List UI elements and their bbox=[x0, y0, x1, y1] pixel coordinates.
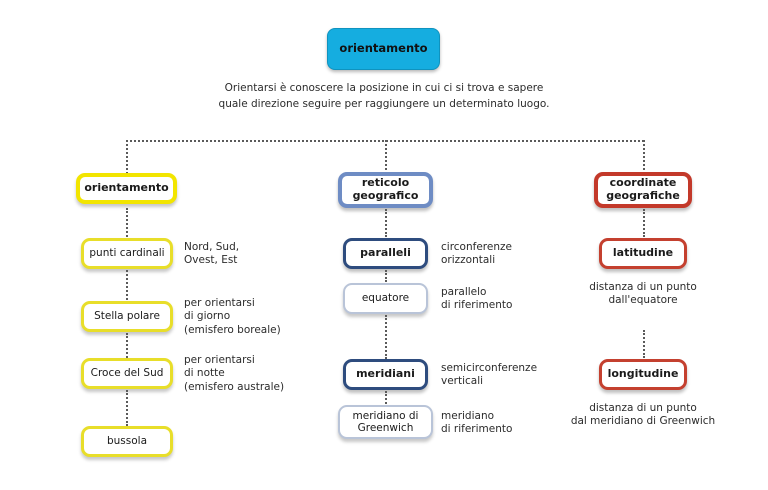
annotation-equatore: parallelo di riferimento bbox=[441, 286, 513, 312]
branch-head-reticolo-geografico[interactable]: reticolo geografico bbox=[338, 172, 433, 208]
annotation-latitudine: distanza di un punto dall'equatore bbox=[589, 281, 697, 307]
intro-description: Orientarsi è conoscere la posizione in c… bbox=[218, 82, 550, 111]
connector-blue-2 bbox=[385, 270, 387, 282]
trunk-drop-right bbox=[643, 140, 645, 174]
root-node-orientamento[interactable]: orientamento bbox=[327, 28, 440, 70]
node-longitudine[interactable]: longitudine bbox=[599, 359, 687, 390]
branch-head-orientamento[interactable]: orientamento bbox=[76, 173, 177, 204]
connector-yellow-1 bbox=[126, 208, 128, 237]
node-meridiano-di-greenwich[interactable]: meridiano di Greenwich bbox=[338, 405, 433, 439]
node-latitudine[interactable]: latitudine bbox=[599, 238, 687, 269]
connector-blue-1 bbox=[385, 209, 387, 237]
annotation-paralleli: circonferenze orizzontali bbox=[441, 241, 512, 267]
node-punti-cardinali[interactable]: punti cardinali bbox=[81, 238, 173, 269]
connector-yellow-4 bbox=[126, 390, 128, 426]
annotation-meridiani: semicirconferenze verticali bbox=[441, 362, 538, 388]
node-equatore[interactable]: equatore bbox=[343, 283, 428, 314]
connector-yellow-2 bbox=[126, 270, 128, 300]
node-stella-polare[interactable]: Stella polare bbox=[81, 301, 173, 332]
branch-head-coordinate-geografiche[interactable]: coordinate geografiche bbox=[594, 172, 692, 208]
connector-blue-3 bbox=[385, 315, 387, 359]
trunk-drop-middle bbox=[385, 140, 387, 174]
annotation-croce-del-sud: per orientarsi di notte (emisfero austra… bbox=[184, 354, 285, 393]
node-croce-del-sud[interactable]: Croce del Sud bbox=[81, 358, 173, 389]
connector-blue-4 bbox=[385, 391, 387, 404]
connector-yellow-3 bbox=[126, 333, 128, 358]
annotation-stella-polare: per orientarsi di giorno (emisfero borea… bbox=[184, 297, 281, 336]
node-bussola[interactable]: bussola bbox=[81, 426, 173, 457]
node-paralleli[interactable]: paralleli bbox=[343, 238, 428, 269]
trunk-drop-left bbox=[126, 140, 128, 174]
node-meridiani[interactable]: meridiani bbox=[343, 359, 428, 390]
connector-red-2 bbox=[643, 330, 645, 358]
annotation-punti-cardinali: Nord, Sud, Ovest, Est bbox=[184, 241, 240, 267]
connector-red-1 bbox=[643, 209, 645, 237]
annotation-longitudine: distanza di un punto dal meridiano di Gr… bbox=[570, 402, 716, 428]
annotation-meridiano-di-greenwich: meridiano di riferimento bbox=[441, 410, 513, 436]
